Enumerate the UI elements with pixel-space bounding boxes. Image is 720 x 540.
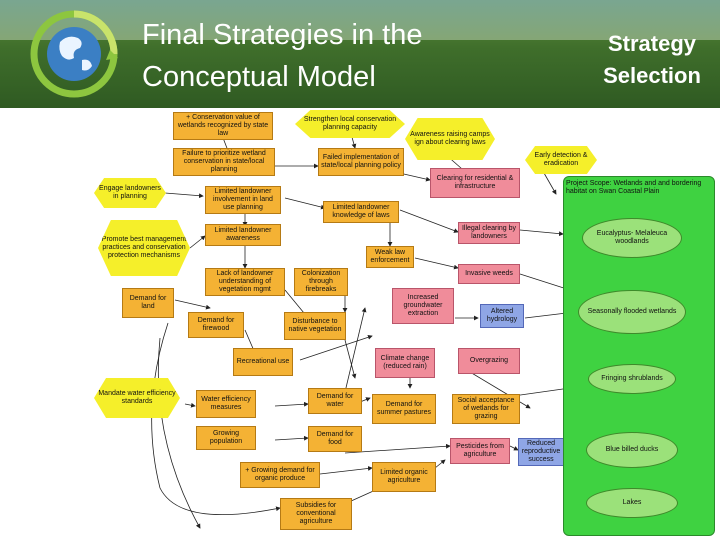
node-demand-summer-pastures: Demand for summer pastures bbox=[372, 394, 436, 424]
strategy-promote-best-practices: Promote best management practices and co… bbox=[98, 220, 190, 276]
project-scope-label: Project Scope: Wetlands and and borderin… bbox=[566, 180, 702, 195]
node-limited-organic: Limited organic agriculture bbox=[372, 462, 436, 492]
target-lakes: Lakes bbox=[586, 488, 678, 518]
header-banner: Final Strategies in the Conceptual Model… bbox=[0, 0, 720, 108]
strategy-strengthen-local-planning: Strengthen local conservation planning c… bbox=[295, 110, 405, 138]
slide-subtitle: Strategy Selection bbox=[603, 31, 701, 88]
threat-illegal-clearing: Illegal clearing by landowners bbox=[458, 222, 520, 244]
node-failure-to-prioritize: Failure to prioritize wetland conservati… bbox=[173, 148, 275, 176]
node-demand-firewood: Demand for firewood bbox=[188, 312, 244, 338]
node-disturbance-native: Disturbance to native vegetation bbox=[284, 312, 346, 340]
node-colonization-firebreaks: Colonization through firebreaks bbox=[294, 268, 348, 296]
threat-groundwater-extraction: Increased groundwater extraction bbox=[392, 288, 454, 324]
node-demand-water: Demand for water bbox=[308, 388, 362, 414]
node-subsidies-conventional: Subsidies for conventional agriculture bbox=[280, 498, 352, 530]
node-social-acceptance: Social acceptance of wetlands for grazin… bbox=[452, 394, 520, 424]
node-growing-population: Growing population bbox=[196, 426, 256, 450]
target-fringing-shrublands: Fringing shrublands bbox=[588, 364, 676, 394]
target-blue-billed-ducks: Blue billed ducks bbox=[586, 432, 678, 468]
node-lack-understanding: Lack of landowner understanding of veget… bbox=[205, 268, 285, 296]
strategy-early-detection: Early detection & eradication bbox=[525, 146, 597, 174]
target-eucalyptus: Eucalyptus- Melaleuca woodlands bbox=[582, 218, 682, 258]
node-failed-implementation: Failed implementation of state/local pla… bbox=[318, 148, 404, 176]
threat-climate-change: Climate change (reduced rain) bbox=[375, 348, 435, 378]
threat-clearing-residential: Clearing for residential & infrastructur… bbox=[430, 168, 520, 198]
threat-overgrazing: Overgrazing bbox=[458, 348, 520, 374]
strategy-engage-landowners: Engage landowners in planning bbox=[94, 178, 166, 208]
node-demand-food: Demand for food bbox=[308, 426, 362, 452]
node-growing-demand-organic: + Growing demand for organic produce bbox=[240, 462, 320, 488]
node-altered-hydrology: Altered hydrology bbox=[480, 304, 524, 328]
node-limited-awareness: Limited landowner awareness bbox=[205, 224, 281, 246]
node-demand-for-land: Demand for land bbox=[122, 288, 174, 318]
conceptual-model-diagram: + Conservation value of wetlands recogni… bbox=[0, 108, 720, 540]
node-limited-involvement: Limited landowner involvement in land us… bbox=[205, 186, 281, 214]
target-seasonally-flooded: Seasonally flooded wetlands bbox=[578, 290, 686, 334]
node-recreational-use: Recreational use bbox=[233, 348, 293, 376]
threat-pesticides: Pesticides from agriculture bbox=[450, 438, 510, 464]
node-weak-enforcement: Weak law enforcement bbox=[366, 246, 414, 268]
node-limited-knowledge: Limited landowner knowledge of laws bbox=[323, 201, 399, 223]
node-reduced-reproductive: Reduced reproductive success bbox=[518, 438, 564, 466]
node-conservation-value: + Conservation value of wetlands recogni… bbox=[173, 112, 273, 140]
strategy-mandate-water: Mandate water efficiency standards bbox=[94, 378, 180, 418]
strategy-awareness-raising: Awareness raising camps ign about cleari… bbox=[405, 118, 495, 160]
threat-invasive-weeds: Invasive weeds bbox=[458, 264, 520, 284]
globe-logo-icon bbox=[30, 10, 118, 98]
slide-title: Final Strategies in the Conceptual Model bbox=[142, 19, 423, 93]
sky-backdrop bbox=[0, 0, 720, 40]
node-water-efficiency: Water efficiency measures bbox=[196, 390, 256, 418]
